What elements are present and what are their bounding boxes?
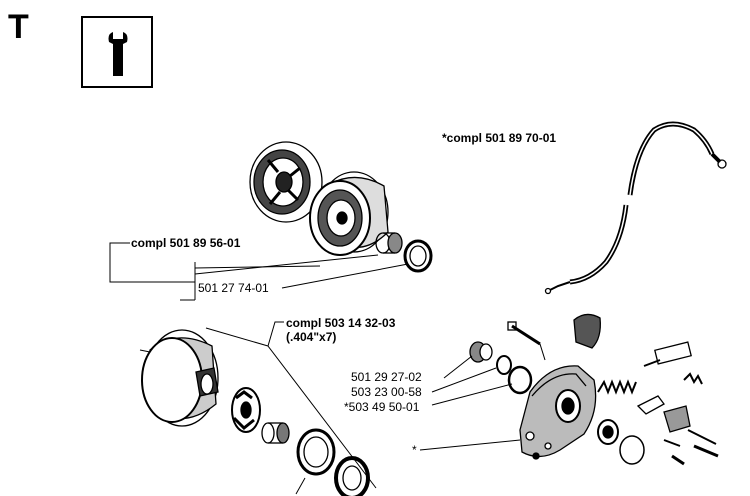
rim-sprocket <box>231 387 261 433</box>
label-clutch-part: 501 27 74-01 <box>198 281 269 295</box>
tool-symbol-box <box>81 16 153 88</box>
label-oil-pump-part2: 503 23 00-58 <box>351 385 422 399</box>
washer <box>403 239 433 273</box>
oil-pump-cable <box>544 121 727 295</box>
sprocket-ring <box>334 456 370 496</box>
pump-seal <box>597 419 619 445</box>
label-clutch-assembly: compl 501 89 56-01 <box>131 236 241 250</box>
section-letter: T <box>8 8 29 46</box>
label-cable-assembly: *compl 501 89 70-01 <box>442 131 557 145</box>
clutch-shoe-assembly <box>249 141 323 223</box>
screw <box>507 321 541 346</box>
small-screws <box>671 444 719 466</box>
drum-leader-lines <box>139 321 377 495</box>
seal-ring-small <box>496 355 512 375</box>
washer-lower <box>296 428 336 476</box>
oil-pump-cover <box>573 313 601 349</box>
adjuster-spring <box>683 372 703 385</box>
worm-gear <box>469 341 493 363</box>
needle-bearing-lower <box>261 422 290 444</box>
pump-spring <box>597 379 637 395</box>
label-oil-pump-part1: 501 29 27-02 <box>351 370 422 384</box>
clutch-drum <box>309 171 389 256</box>
adjuster-lever <box>636 395 717 447</box>
oil-pump-body <box>519 365 597 460</box>
wrench-icon <box>108 32 128 76</box>
sprocket-drum <box>141 329 219 427</box>
needle-bearing <box>375 232 403 254</box>
pump-o-ring <box>619 435 645 465</box>
label-drum-pitch: (.404"x7) <box>286 330 337 344</box>
label-drum-assembly: compl 503 14 32-03 <box>286 316 396 330</box>
clutch-leader-lines <box>109 242 409 301</box>
pump-piston <box>643 341 692 367</box>
o-ring <box>507 365 533 395</box>
oil-pump-leader-lines <box>419 343 546 451</box>
label-oil-pump-part3: *503 49 50-01 <box>344 400 420 414</box>
label-pump-body-mark: * <box>412 443 417 457</box>
